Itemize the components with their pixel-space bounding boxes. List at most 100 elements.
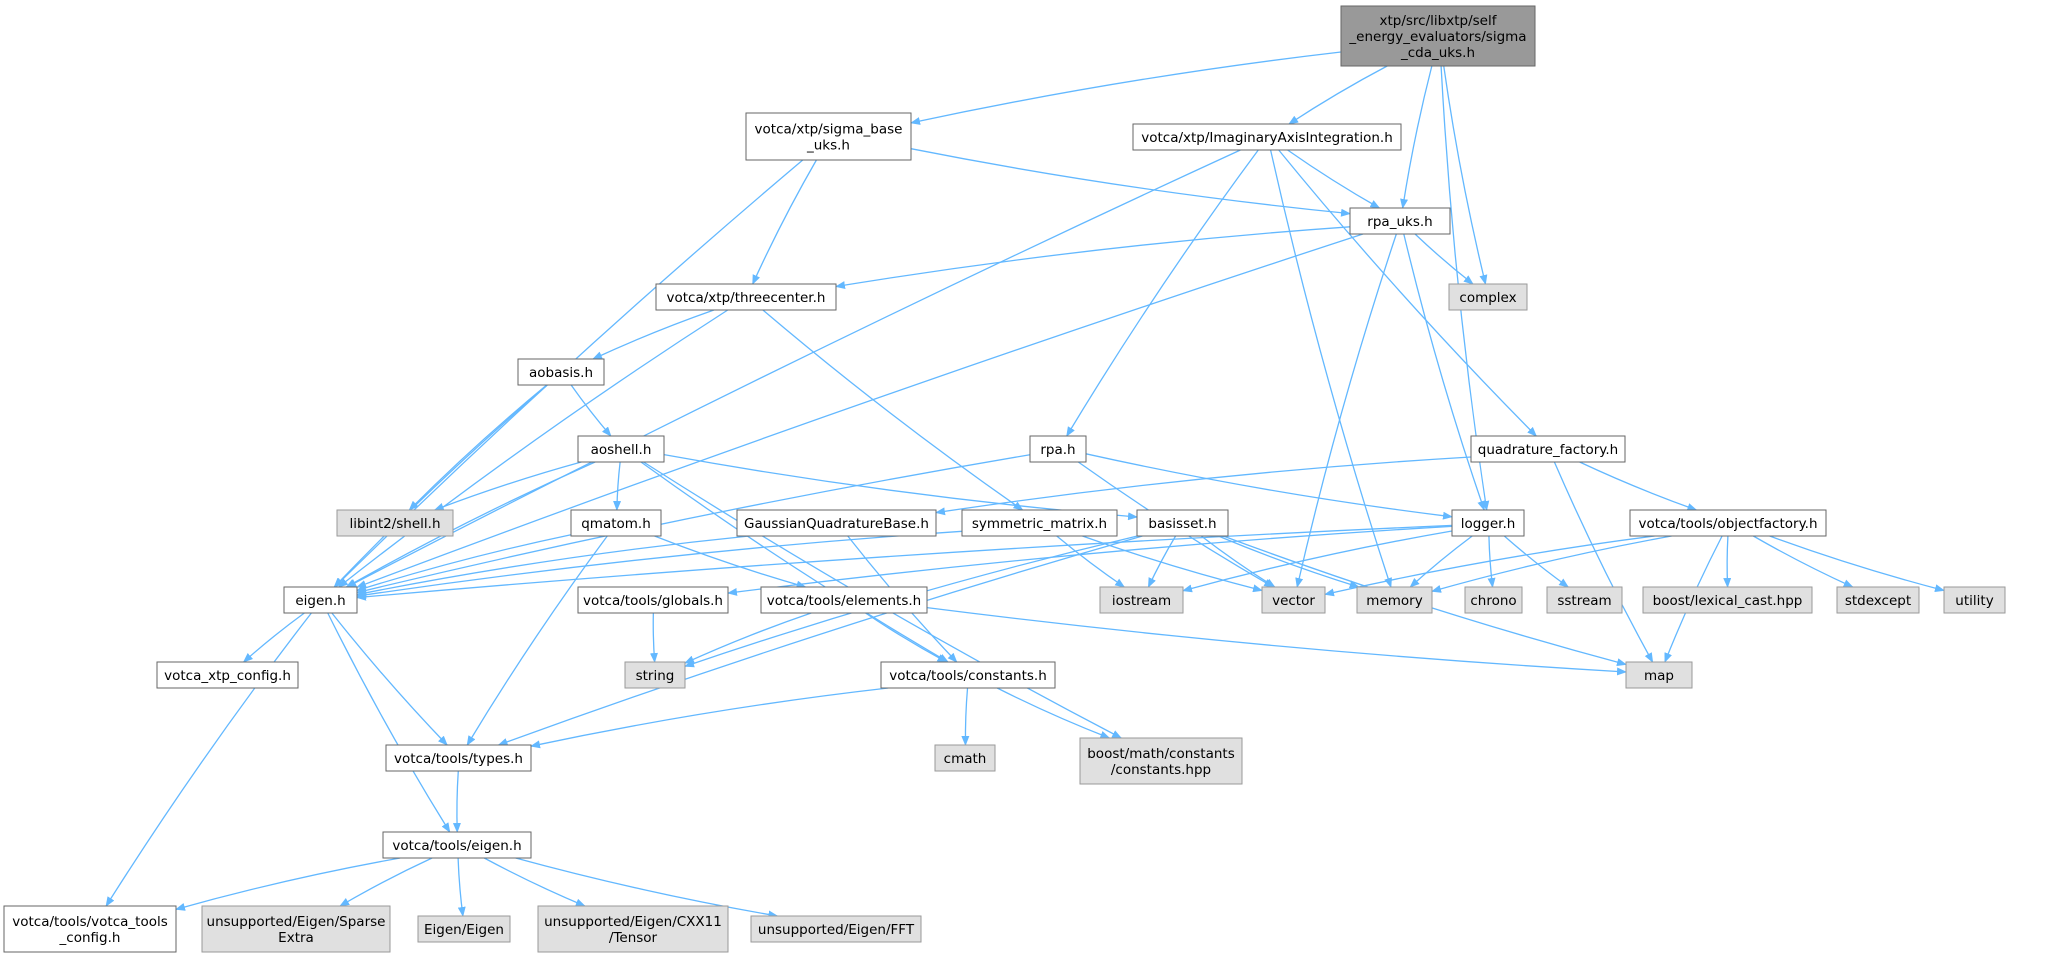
edge-quadrature_factory-to-objectfactory [1579,461,1698,511]
edge-rpa_uks-to-vector [1295,233,1397,588]
node-label-fft: unsupported/Eigen/FFT [758,922,915,938]
node-label-root: xtp/src/libxtp/self [1380,13,1498,29]
node-objectfactory[interactable]: votca/tools/objectfactory.h [1629,509,1827,537]
node-aoshell[interactable]: aoshell.h [577,435,665,463]
edge-constants-to-boost_constants [996,687,1111,739]
node-box-root [1340,5,1536,67]
node-qmatom[interactable]: qmatom.h [570,509,662,537]
node-box-rpa [1029,435,1087,463]
edge-logger-to-iostream [1182,530,1453,593]
node-label-globals: votca/tools/globals.h [583,593,723,609]
edge-globals-to-string [649,612,658,663]
node-vector: vector [1261,586,1326,614]
node-label-boost_constants: boost/math/constants [1087,746,1235,762]
node-label-sigma_base: _uks.h [806,138,850,154]
node-globals[interactable]: votca/tools/globals.h [577,586,729,614]
node-rpa_uks[interactable]: rpa_uks.h [1349,207,1451,235]
node-label-utility: utility [1955,593,1993,609]
node-label-map: map [1644,668,1674,684]
node-xtp_config[interactable]: votca_xtp_config.h [156,661,299,689]
node-label-eigen_eigen: Eigen/Eigen [424,922,504,938]
node-box-aoshell [577,435,665,463]
edge-basisset-to-types [497,535,1143,746]
node-label-constants: votca/tools/constants.h [889,668,1047,684]
edge-basisset-to-vector [1200,535,1276,588]
edge-rpa_uks-to-complex [1414,233,1474,285]
node-threecenter[interactable]: votca/xtp/threecenter.h [655,283,837,311]
node-tools_eigen[interactable]: votca/tools/eigen.h [382,831,532,859]
node-aobasis[interactable]: aobasis.h [517,358,605,386]
node-box-utility [1943,586,2006,614]
node-label-gaussquad: GaussianQuadratureBase.h [744,516,929,532]
node-constants[interactable]: votca/tools/constants.h [880,661,1056,689]
edge-constants-to-types [530,687,889,749]
node-box-sparse [201,905,391,953]
edge-rpa-to-eigen [356,454,1031,595]
node-label-root: _energy_evaluators/sigma [1348,29,1526,45]
edge-aoshell-to-qmatom [613,461,622,511]
node-elements[interactable]: votca/tools/elements.h [760,586,928,614]
node-label-rpa_uks: rpa_uks.h [1367,214,1432,230]
node-iostream: iostream [1099,586,1184,614]
node-label-chrono: chrono [1470,593,1516,609]
node-label-vector: vector [1272,593,1315,609]
edge-imag-to-memory [1269,149,1392,588]
edge-logger-to-globals [727,525,1453,596]
node-box-basisset [1136,509,1229,537]
edge-qmatom-to-types [466,535,608,746]
edge-aoshell-to-libint2 [433,461,582,511]
node-eigen[interactable]: eigen.h [283,586,358,614]
node-box-imag [1132,123,1402,151]
node-gaussquad[interactable]: GaussianQuadratureBase.h [736,509,937,537]
node-basisset[interactable]: basisset.h [1136,509,1229,537]
node-label-sparse: unsupported/Eigen/Sparse [207,914,386,930]
edge-rpa_uks-to-threecenter [835,226,1351,290]
node-tools_config[interactable]: votca/tools/votca_tools_config.h [3,905,177,953]
edge-eigen-to-tools_config [105,612,312,907]
edge-root-to-sigma_base [910,51,1342,125]
node-sigma_base[interactable]: votca/xtp/sigma_base_uks.h [745,112,912,161]
node-string: string [624,661,686,689]
node-symmat[interactable]: symmetric_matrix.h [961,509,1118,537]
edge-imag-to-eigen [346,149,1241,588]
node-imag[interactable]: votca/xtp/ImaginaryAxisIntegration.h [1132,123,1402,151]
edge-logger-to-memory [1409,535,1473,588]
node-quadrature_factory[interactable]: quadrature_factory.h [1470,435,1626,463]
node-box-libint2 [336,509,454,537]
node-box-complex [1448,283,1528,311]
node-label-sparse: Extra [278,930,314,946]
node-logger[interactable]: logger.h [1451,509,1525,537]
node-types[interactable]: votca/tools/types.h [385,744,532,772]
node-map: map [1625,661,1693,689]
node-rpa[interactable]: rpa.h [1029,435,1087,463]
node-label-cmath: cmath [944,751,987,767]
node-box-map [1625,661,1693,689]
node-label-tensor: unsupported/Eigen/CXX11 [544,914,722,930]
node-label-objectfactory: votca/tools/objectfactory.h [1639,516,1818,532]
node-label-tools_eigen: votca/tools/eigen.h [392,838,521,854]
node-label-stdexcept: stdexcept [1845,593,1911,609]
edge-rpa_uks-to-logger [1403,233,1486,511]
edge-eigen-to-xtp_config [242,612,305,663]
edge-tools_eigen-to-sparse [339,857,433,907]
node-box-elements [760,586,928,614]
node-box-tools_config [3,905,177,953]
edge-objectfactory-to-lexical_cast [1723,535,1732,588]
node-label-elements: votca/tools/elements.h [767,593,921,609]
edge-objectfactory-to-utility [1769,535,1945,593]
node-box-logger [1451,509,1525,537]
node-label-tools_config: _config.h [59,930,121,946]
nodes-layer: xtp/src/libxtp/self_energy_evaluators/si… [3,5,2006,953]
node-box-string [624,661,686,689]
edge-aoshell-to-basisset [663,454,1138,521]
node-box-tools_eigen [382,831,532,859]
node-label-symmat: symmetric_matrix.h [972,516,1107,532]
node-label-memory: memory [1366,593,1422,609]
node-cmath: cmath [934,744,996,772]
node-box-quadrature_factory [1470,435,1626,463]
node-label-lexical_cast: boost/lexical_cast.hpp [1653,593,1803,609]
edge-symmat-to-eigen [356,530,963,599]
node-label-threecenter: votca/xtp/threecenter.h [667,290,826,306]
